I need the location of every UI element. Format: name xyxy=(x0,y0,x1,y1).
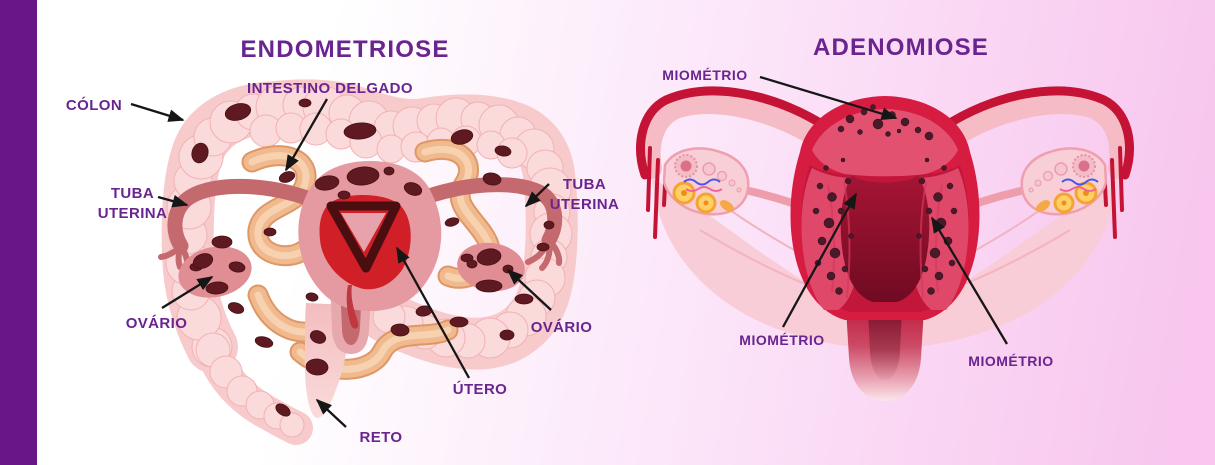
label-ovary-left: OVÁRIO xyxy=(125,315,188,332)
cervix-canal xyxy=(846,308,924,401)
label-myometrium-bottom-left: MIOMÉTRIO xyxy=(739,332,825,348)
rectum-arrow xyxy=(315,398,347,428)
myometrium-right-arrow xyxy=(931,216,1008,345)
uterus xyxy=(298,161,442,329)
label-small-intestine: INTESTINO DELGADO xyxy=(247,80,413,97)
tuba-right-arrow xyxy=(524,183,550,208)
ovary-right xyxy=(1020,147,1108,216)
uterine-cavity xyxy=(840,175,930,302)
label-myometrium-top: MIOMÉTRIO xyxy=(662,67,748,83)
label-colon: CÓLON xyxy=(65,97,123,114)
fallopian-tube-right xyxy=(410,177,563,271)
small-intestine-arrow xyxy=(285,98,328,172)
endometriosis-title: ENDOMETRIOSE xyxy=(240,36,450,63)
endometriosis-lesions xyxy=(189,98,555,417)
fundus-myometrium xyxy=(812,109,958,179)
ovary-left-arrow xyxy=(161,276,214,309)
label-ovary-right: OVÁRIO xyxy=(530,319,593,336)
label-uterus: ÚTERO xyxy=(452,381,508,398)
label-rectum: RETO xyxy=(359,429,403,446)
left-accent-bar xyxy=(0,0,37,465)
ovary-right-arrow xyxy=(506,268,552,311)
label-tuba-uterina-left: TUBA UTERINA xyxy=(97,185,168,222)
adenomyosis-title: ADENOMIOSE xyxy=(812,34,989,61)
tuba-left-arrow xyxy=(157,194,189,208)
myometrium-top-arrow xyxy=(759,75,898,120)
myometrium-left-arrow xyxy=(781,192,858,328)
label-myometrium-bottom-right: MIOMÉTRIO xyxy=(968,353,1054,369)
ovary-left xyxy=(662,147,750,216)
adenomyosis-spots xyxy=(812,104,958,295)
uterus-arrow xyxy=(395,246,471,379)
colon-arrow xyxy=(130,102,185,122)
label-tuba-uterina-right: TUBA UTERINA xyxy=(549,176,620,213)
